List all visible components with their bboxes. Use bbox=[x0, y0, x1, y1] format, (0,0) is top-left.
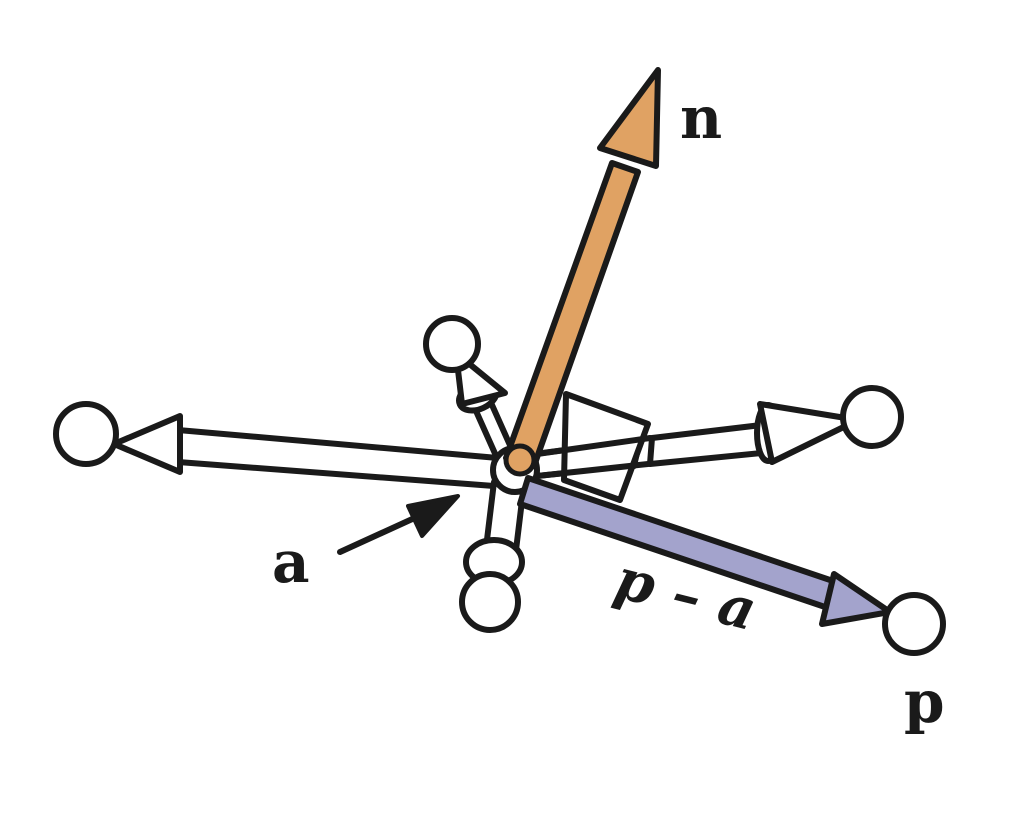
right-axis-line-bottom bbox=[534, 461, 651, 479]
right-axis-cone bbox=[757, 401, 861, 465]
left-axis-handle bbox=[53, 401, 501, 489]
back-axis-handle bbox=[423, 315, 516, 461]
bottom-axis-endpoint bbox=[459, 571, 521, 633]
point-a-pointer bbox=[337, 494, 460, 555]
bottom-axis-handle bbox=[459, 479, 527, 633]
difference-vector bbox=[517, 475, 946, 656]
difference-vector-head bbox=[819, 571, 893, 627]
normal-vector-head bbox=[597, 67, 661, 169]
right-axis-endpoint bbox=[840, 385, 904, 449]
label-a: a bbox=[272, 528, 310, 596]
right-axis-line-top bbox=[534, 435, 653, 457]
coordinate-gizmo bbox=[53, 67, 946, 656]
left-axis-shaft bbox=[175, 427, 501, 489]
point-p-marker bbox=[882, 592, 946, 656]
right-axis-handle bbox=[532, 385, 904, 479]
label-n: n bbox=[680, 84, 722, 152]
normal-vector-base-cap bbox=[503, 443, 537, 477]
normal-vector bbox=[503, 67, 661, 477]
pointer-head bbox=[406, 494, 460, 538]
back-axis-endpoint bbox=[423, 315, 481, 373]
left-axis-cone bbox=[111, 413, 183, 475]
left-axis-endpoint bbox=[53, 401, 119, 467]
label-p: p bbox=[904, 668, 945, 736]
right-axis-shaft-outer bbox=[647, 421, 775, 467]
